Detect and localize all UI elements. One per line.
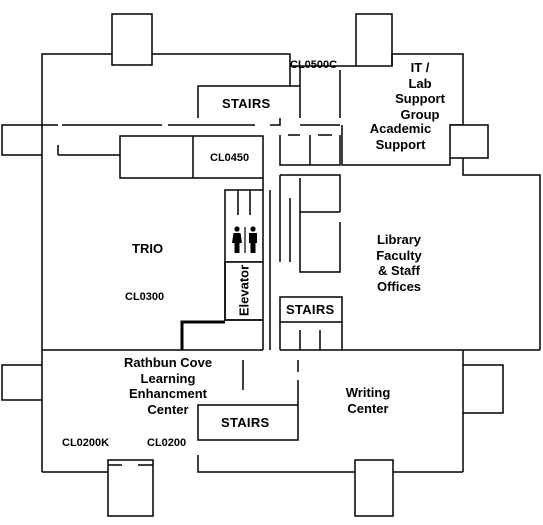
stairs-bottom-box xyxy=(197,404,299,441)
stairs-label-bottom: STAIRS xyxy=(221,415,270,430)
room-label-library-offices: Library Faculty & Staff Offices xyxy=(376,232,422,294)
room-label-academic-support: Academic Support xyxy=(369,121,432,152)
pillar-left-top xyxy=(1,124,43,156)
room-label-writing-center: Writing Center xyxy=(345,385,391,416)
stairs-middle-box xyxy=(279,296,343,323)
pillar-top-right xyxy=(355,13,393,67)
room-label-trio: TRIO xyxy=(132,241,164,256)
room-label-it-lab-support: IT / Lab Support Group xyxy=(395,60,445,122)
pillar-bottom-right xyxy=(354,459,394,517)
pillar-right-bottom xyxy=(462,364,504,414)
stairs-label-top: STAIRS xyxy=(222,96,271,111)
pillar-left-bottom xyxy=(1,364,43,401)
room-label-cl0200k: CL0200K xyxy=(62,437,110,449)
room-label-cl0450: CL0450 xyxy=(210,152,250,164)
restroom-block xyxy=(224,189,264,263)
room-cl0450 xyxy=(119,135,264,179)
room-label-cl0300: CL0300 xyxy=(125,291,165,303)
pillar-top-left xyxy=(111,13,153,66)
pillar-bottom-left xyxy=(107,459,154,517)
room-label-cl0200: CL0200 xyxy=(147,437,187,449)
room-label-cl0500c: CL0500C xyxy=(290,59,338,71)
stairs-label-middle: STAIRS xyxy=(286,302,335,317)
pillar-right-top xyxy=(449,124,489,159)
elevator-label: Elevator xyxy=(236,264,252,317)
restroom-icon xyxy=(229,226,261,254)
room-label-rathbun-cove: Rathbun Cove Learning Enhancment Center xyxy=(123,355,213,417)
restroom-icon-svg xyxy=(232,226,257,253)
